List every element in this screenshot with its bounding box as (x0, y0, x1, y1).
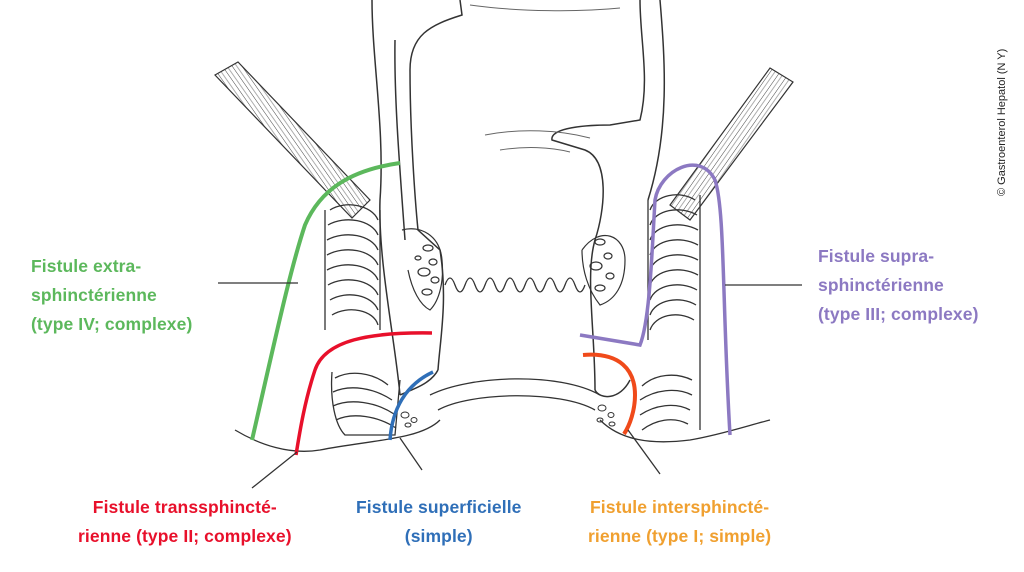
label-line: Fistule intersphincté- (590, 497, 770, 517)
external-sphincter-right (639, 194, 701, 431)
fistula-transsphincteric-tract (294, 331, 433, 456)
perianal-skin (234, 419, 771, 452)
label-superficial-fistula: Fistule superficielle (simple) (356, 493, 522, 551)
anal-canal (429, 378, 601, 411)
copyright-notice: © Gastroenterol Hepatol (N Y) (996, 48, 1008, 196)
label-line: Fistule supra- (818, 246, 935, 266)
label-line: sphinctérienne (31, 285, 157, 305)
label-extrasphincteric-fistula: Fistule extra- sphinctérienne (type IV; … (31, 252, 192, 339)
anal-glands-left (400, 411, 418, 428)
internal-sphincter-left (401, 228, 444, 311)
label-line: rienne (type II; complexe) (78, 526, 292, 546)
label-suprasphincteric-fistula: Fistule supra- sphinctérienne (type III;… (818, 242, 979, 329)
label-line: Fistule transsphincté- (92, 497, 277, 517)
rectal-lumen (469, 4, 621, 153)
dentate-line (444, 277, 586, 293)
label-line: sphinctérienne (818, 275, 944, 295)
label-line: Fistule superficielle (356, 497, 522, 517)
label-line: (simple) (404, 526, 473, 546)
internal-sphincter-right (581, 234, 626, 306)
anal-glands-right (596, 404, 616, 427)
external-sphincter-left (324, 204, 401, 436)
levator-ani-right (669, 67, 794, 221)
label-line: Fistule extra- (31, 256, 142, 276)
fistula-suprasphincteric-tract (579, 163, 732, 436)
levator-ani-left (214, 61, 371, 219)
fistula-intersphincteric-tract (582, 352, 638, 436)
rectal-wall-right (551, 0, 666, 398)
fistula-superficial-tract (388, 370, 434, 441)
fistula-extrasphincteric-tract (250, 161, 401, 441)
leader-lines (218, 282, 802, 489)
rectal-wall-left (371, 0, 463, 396)
label-line: (type III; complexe) (818, 304, 979, 324)
label-intersphincteric-fistula: Fistule intersphincté- rienne (type I; s… (588, 493, 771, 551)
label-line: (type IV; complexe) (31, 314, 193, 334)
label-transsphincteric-fistula: Fistule transsphincté- rienne (type II; … (78, 493, 292, 551)
label-line: rienne (type I; simple) (588, 526, 772, 546)
